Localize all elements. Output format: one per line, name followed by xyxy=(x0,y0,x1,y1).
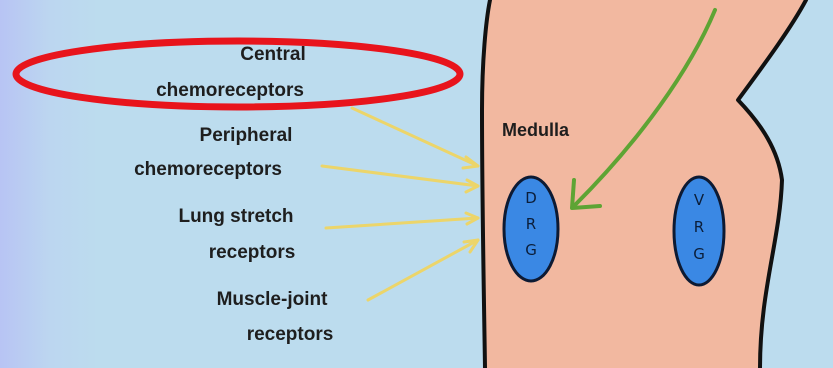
vrg-letter-r: R xyxy=(694,218,704,236)
muscle-label-line2: receptors xyxy=(247,324,334,345)
peripheral-label-line1: Peripheral xyxy=(200,125,293,146)
central-arrow xyxy=(352,108,478,168)
drg-letter-g: G xyxy=(525,241,537,259)
central-label-line2: chemoreceptors xyxy=(156,80,304,101)
muscle-arrow xyxy=(368,240,478,300)
lung-arrow xyxy=(326,213,478,228)
vrg-letter-g: G xyxy=(693,245,705,263)
vrg-letter-v: V xyxy=(694,191,705,209)
input-arrows xyxy=(322,108,478,300)
muscle-label-line1: Muscle-joint xyxy=(217,289,329,310)
central-label-line1: Central xyxy=(240,44,305,65)
lung-label-line2: receptors xyxy=(209,242,296,263)
peripheral-label-line2: chemoreceptors xyxy=(134,159,282,180)
medulla-label: Medulla xyxy=(502,120,570,140)
drg-letter-d: D xyxy=(525,189,537,207)
peripheral-arrow xyxy=(322,166,478,192)
lung-label-line1: Lung stretch xyxy=(178,206,293,227)
drg-letter-r: R xyxy=(526,215,536,233)
